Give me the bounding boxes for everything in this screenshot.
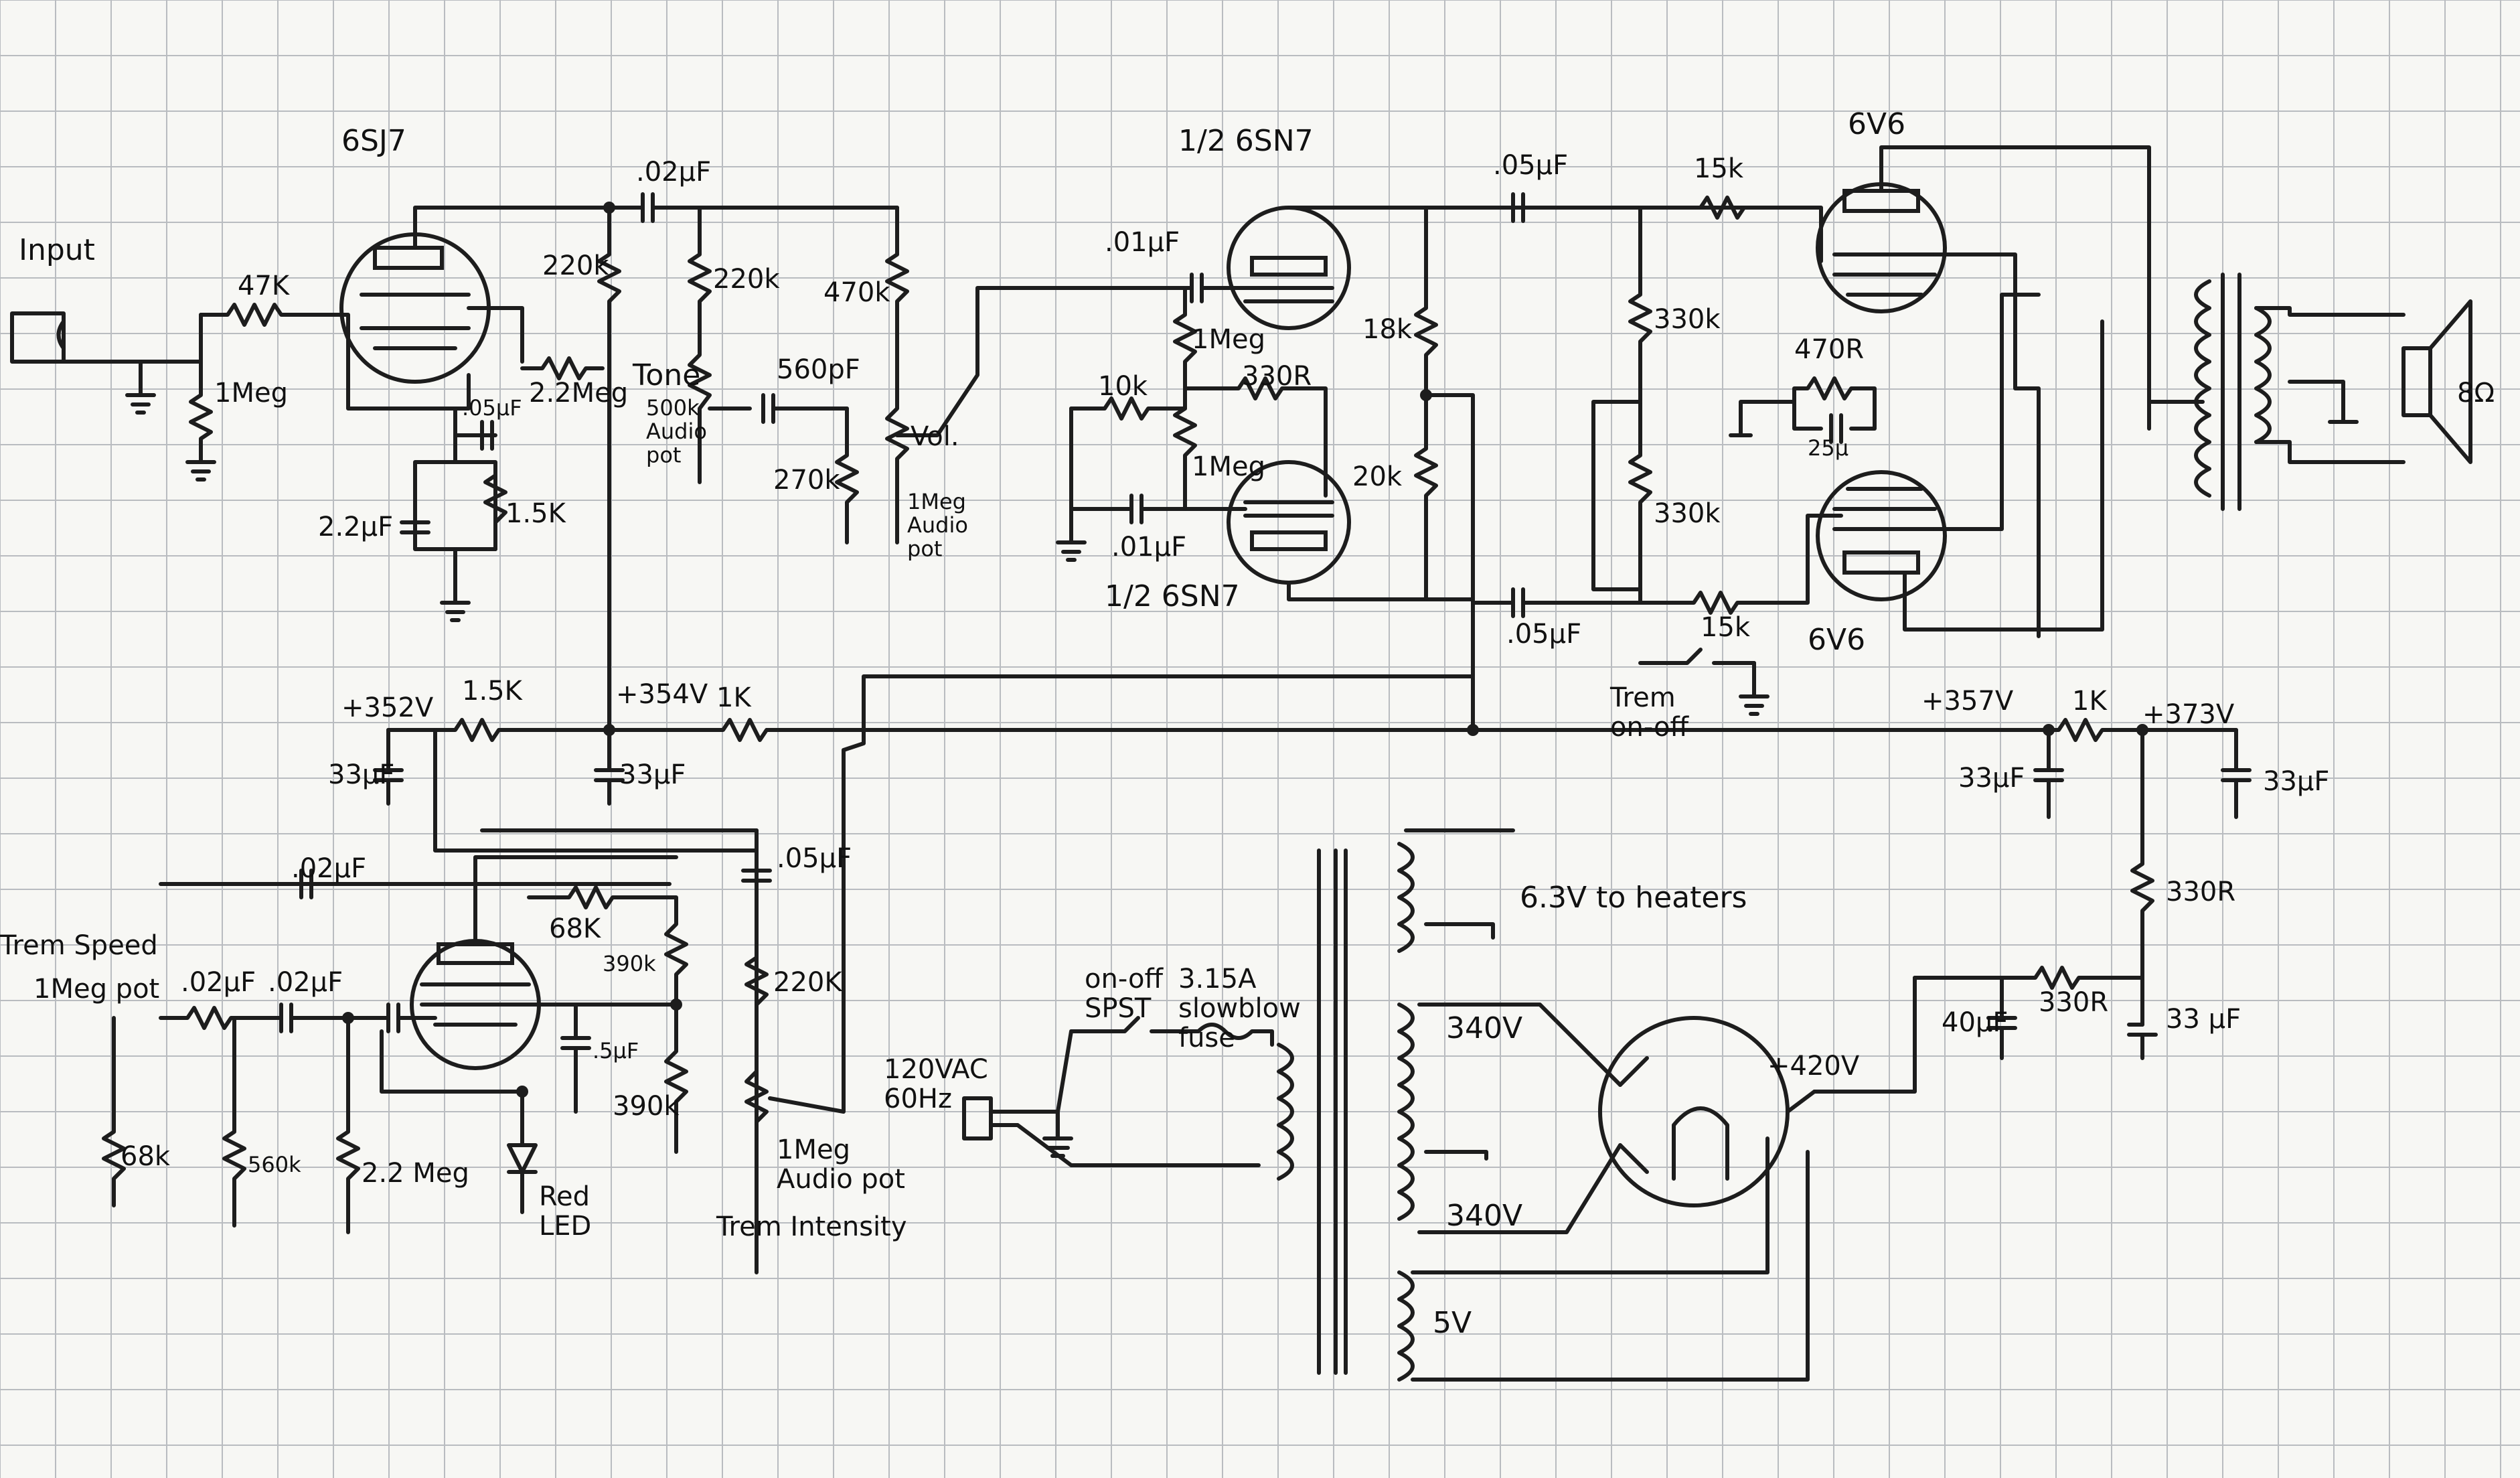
stage2-network xyxy=(1056,273,1328,562)
phase-inverter xyxy=(1471,192,1877,716)
stage1-plate xyxy=(597,192,899,732)
resistor-47k xyxy=(199,303,317,327)
tone-network xyxy=(688,206,859,544)
resistor-2.2meg-screen xyxy=(520,356,605,380)
tube-6v6-bottom xyxy=(1816,293,2104,632)
tube-6sj7 xyxy=(313,206,611,411)
tube-6sn7-a xyxy=(1227,206,1810,330)
b-plus-rail xyxy=(373,718,2252,1094)
tube-6v6-top xyxy=(1816,145,2151,638)
rectifier-tube xyxy=(1598,1016,1816,1207)
volume-network xyxy=(885,206,1154,544)
stage2-loads xyxy=(1414,206,1475,732)
input-jack xyxy=(10,311,203,415)
cathode-network xyxy=(400,407,507,622)
tube-6sn7-b xyxy=(1227,460,1475,601)
tremolo-intensity xyxy=(741,674,1475,1140)
resistor-1meg-input xyxy=(185,313,216,482)
speaker-8ohm xyxy=(2401,299,2472,464)
power-transformer xyxy=(1397,828,1810,1382)
power-input xyxy=(962,848,1348,1375)
output-transformer xyxy=(2147,273,2406,511)
